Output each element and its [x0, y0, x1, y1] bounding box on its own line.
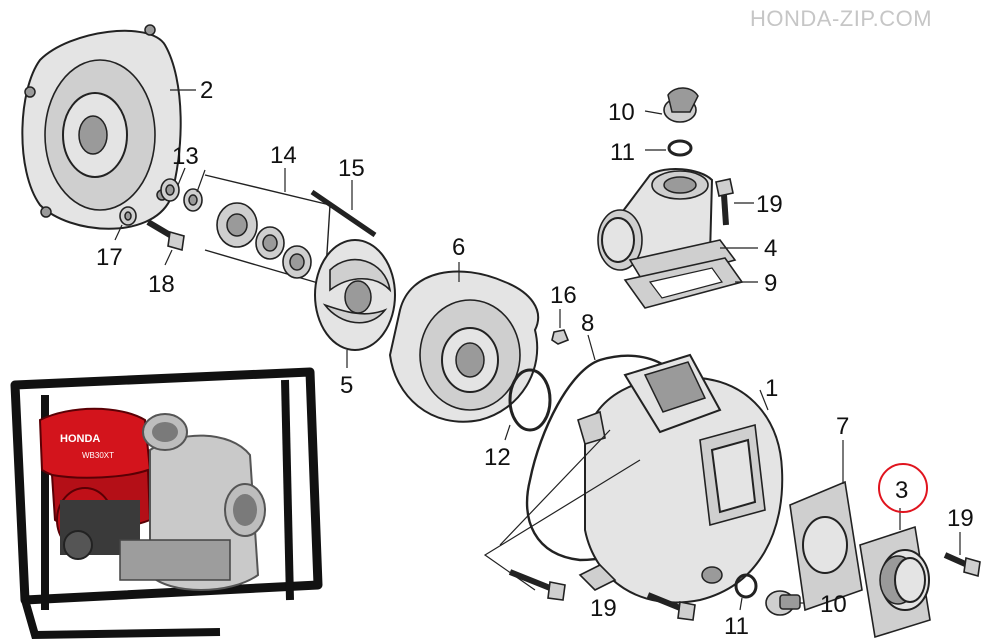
part-number-labels: 2 13 14 15 17 18 6 5 16 8 12 10 11 19 4 …	[96, 77, 974, 640]
part-3-inlet-flange[interactable]	[859, 525, 931, 639]
pump-product-photo: HONDA WB30XT	[10, 367, 323, 640]
part-16-nut[interactable]	[551, 329, 570, 345]
label-1: 1	[765, 375, 778, 402]
part-2-case-cover[interactable]	[21, 24, 182, 230]
watermark: HONDA-ZIP.COM	[750, 6, 932, 31]
part-5-impeller[interactable]	[314, 239, 396, 351]
part-11-washer-upper[interactable]	[667, 139, 693, 157]
label-18: 18	[148, 271, 175, 298]
label-15: 15	[338, 155, 365, 182]
part-11-washer-lower[interactable]	[734, 573, 758, 599]
part-1-pump-casing[interactable]	[577, 353, 784, 604]
part-10-drain-plug[interactable]	[765, 590, 801, 616]
label-19-upper: 19	[756, 191, 783, 218]
part-14-mechanical-seal[interactable]	[204, 174, 331, 286]
label-3: 3	[895, 477, 908, 504]
label-17: 17	[96, 244, 123, 271]
part-12-o-ring[interactable]	[508, 368, 552, 432]
label-7: 7	[836, 413, 849, 440]
photo-brand-text: HONDA	[60, 433, 100, 445]
label-5: 5	[340, 372, 353, 399]
label-11-lower: 11	[724, 613, 749, 640]
label-12: 12	[484, 444, 511, 471]
label-19-lower: 19	[590, 595, 617, 622]
label-10-lower: 10	[820, 591, 847, 618]
part-7-gasket[interactable]	[789, 480, 863, 612]
label-16: 16	[550, 282, 577, 309]
label-8: 8	[581, 310, 594, 337]
part-9-elbow-gasket[interactable]	[623, 257, 744, 309]
part-17-washer[interactable]	[119, 206, 137, 226]
label-13: 13	[172, 143, 199, 170]
part-19-bolt-upper[interactable]	[715, 178, 734, 226]
photo-model-text: WB30XT	[82, 451, 114, 460]
part-18-bolt[interactable]	[146, 219, 185, 252]
label-9: 9	[764, 270, 777, 297]
label-10-upper: 10	[608, 99, 635, 126]
part-19-bolt-right[interactable]	[943, 552, 981, 578]
label-11-upper: 11	[610, 139, 635, 166]
label-14: 14	[270, 142, 297, 169]
highlight-circle	[878, 463, 928, 513]
part-19-bolt-lower-mid[interactable]	[646, 592, 696, 621]
part-6-volute-case[interactable]	[388, 270, 540, 423]
part-19-bolt-lower-left[interactable]	[508, 569, 566, 601]
label-2: 2	[200, 77, 213, 104]
label-6: 6	[452, 234, 465, 261]
part-15-stud-bolt[interactable]	[310, 189, 377, 238]
part-10-filler-cap[interactable]	[663, 87, 699, 123]
label-4: 4	[764, 235, 777, 262]
part-13-seal-pair[interactable]	[160, 178, 203, 212]
label-19-right: 19	[947, 505, 974, 532]
